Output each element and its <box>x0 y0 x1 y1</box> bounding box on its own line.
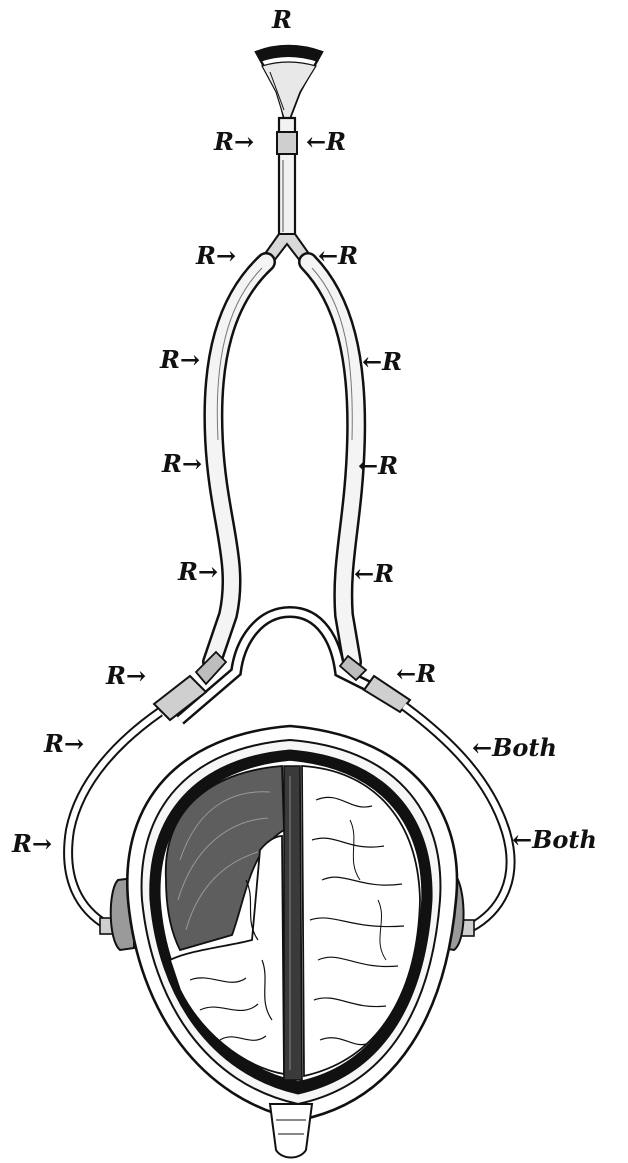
label-left-wire-2: R→ <box>11 829 52 858</box>
label-left-tube-1: R→ <box>159 345 200 374</box>
label-right-tube-1: ←R <box>362 347 402 376</box>
longitudinal-fissure <box>284 766 302 1080</box>
label-yoke-right: ←R <box>396 659 436 688</box>
label-right-wire-1: ←Both <box>472 733 557 762</box>
label-stem-upper-left: R→ <box>213 127 254 156</box>
label-left-wire-1: R→ <box>43 729 84 758</box>
neck-base <box>270 1104 312 1158</box>
label-top: R <box>271 5 292 34</box>
label-right-tube-3: ←R <box>354 559 394 588</box>
label-right-wire-2: ←Both <box>512 825 597 854</box>
right-rubber-tube <box>308 262 356 662</box>
stem-tube <box>277 118 297 236</box>
label-right-tube-2: ←R <box>358 451 398 480</box>
label-left-tube-3: R→ <box>177 557 218 586</box>
label-stem-upper-right: ←R <box>306 127 346 156</box>
label-fork-right: ←R <box>318 241 358 270</box>
label-left-tube-2: R→ <box>161 449 202 478</box>
label-fork-left: R→ <box>195 241 236 270</box>
label-yoke-left: R→ <box>105 661 146 690</box>
funnel <box>256 46 322 118</box>
left-rubber-tube <box>212 262 266 662</box>
